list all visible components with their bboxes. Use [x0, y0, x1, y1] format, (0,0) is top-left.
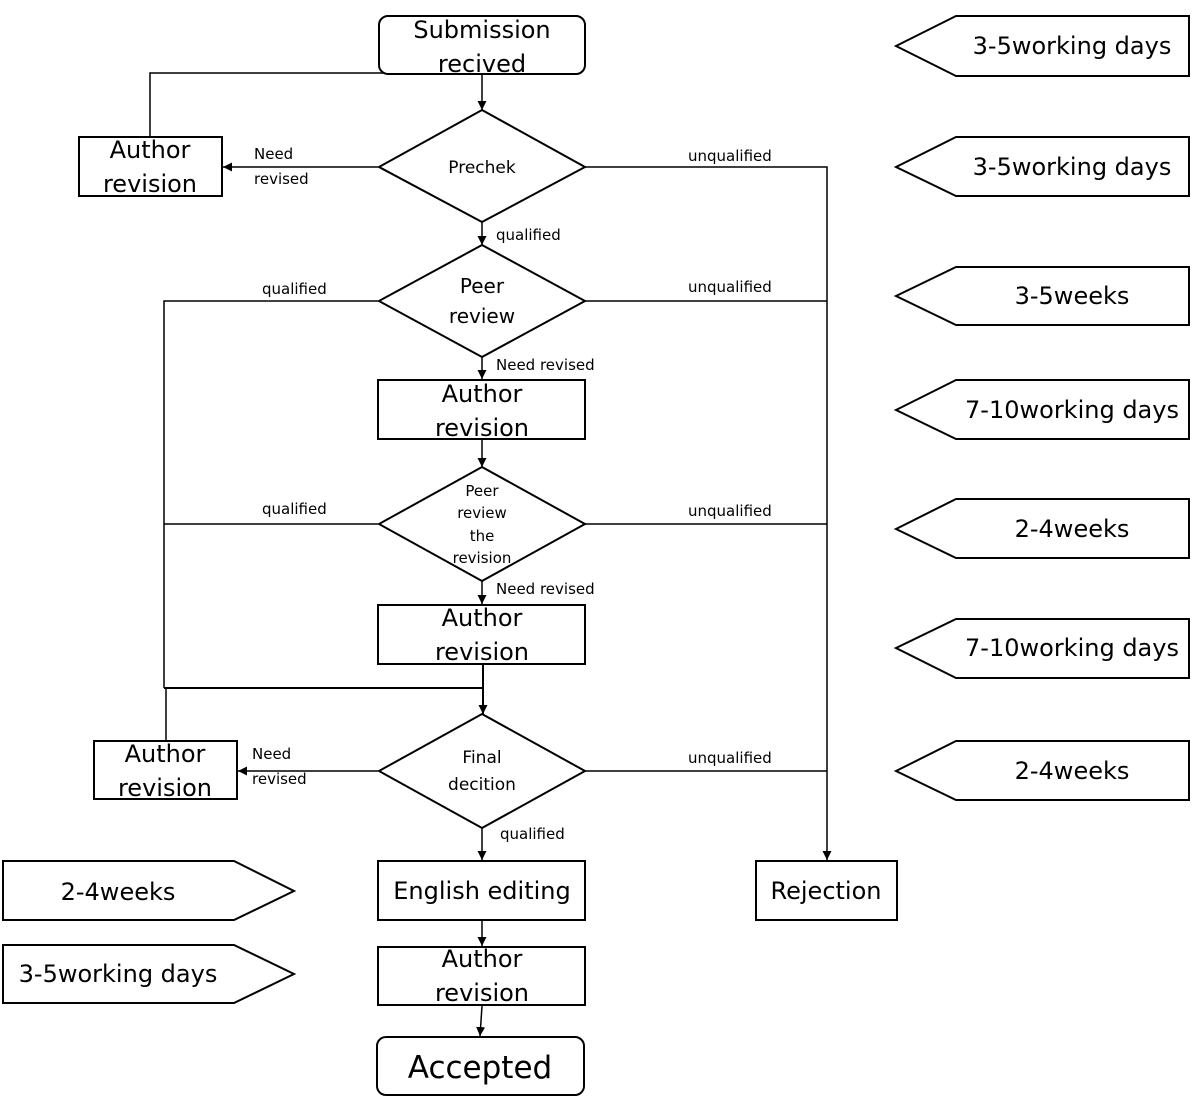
node-author-revision-3-line1: Author [442, 604, 523, 632]
node-author-revision-1-line1: Author [110, 136, 191, 164]
duration-left-2-label: 3-5working days [19, 960, 218, 988]
label-need-revised-2: Need revised [496, 356, 595, 374]
label-qualified-1: qualified [496, 226, 561, 244]
duration-right-3-label: 3-5weeks [1015, 282, 1130, 310]
node-author-revision-5-line2: revision [435, 979, 529, 1007]
edge-revision1-loop [149, 72, 482, 137]
node-peer-review-revision-line1: Peer [465, 482, 499, 500]
label-need-1a: Need [254, 145, 293, 163]
duration-left-2: 3-5working days [2, 944, 297, 1004]
duration-right-4-label: 7-10working days [965, 396, 1179, 424]
label-qualified-2: qualified [262, 280, 327, 298]
node-final-decision-line2: decition [448, 775, 516, 795]
node-peer-review-line1: Peer [460, 274, 505, 298]
node-author-revision-5-line1: Author [442, 945, 523, 973]
node-author-revision-3: Author revision [377, 604, 586, 666]
connectors [149, 72, 832, 1037]
node-author-revision-2-line1: Author [442, 380, 523, 408]
duration-right-2: 3-5working days [893, 136, 1190, 197]
duration-right-6-label: 7-10working days [965, 634, 1179, 662]
node-accepted: Accepted [376, 1036, 585, 1096]
edge-revision5-accepted [476, 1005, 486, 1037]
node-rejection: Rejection [755, 860, 898, 921]
label-qualified-3: qualified [262, 500, 327, 518]
node-author-revision-1: Author revision [78, 136, 223, 198]
label-unqualified-1: unqualified [688, 147, 772, 165]
node-final-decision-line1: Final [462, 748, 501, 768]
duration-left-1-label: 2-4weeks [61, 878, 176, 906]
node-final-decision: Final decition [376, 712, 588, 830]
node-english-editing-label: English editing [393, 877, 570, 905]
node-author-revision-5: Author revision [377, 945, 586, 1007]
duration-right-3: 3-5weeks [893, 266, 1190, 326]
node-precheck: Prechek [376, 108, 588, 224]
node-submission: Submission recived [378, 15, 586, 78]
node-peer-review-revision-line4: revision [453, 549, 512, 567]
label-qualified-4: qualified [500, 825, 565, 843]
edge-labels: Need revised unqualified qualified quali… [252, 145, 772, 843]
node-accepted-label: Accepted [408, 1050, 552, 1086]
node-peer-review-revision-line2: review [457, 504, 507, 522]
edge-unqualified-rejection [585, 166, 832, 860]
node-author-revision-2-line2: revision [435, 414, 529, 442]
node-rejection-label: Rejection [771, 877, 882, 905]
duration-right-7-label: 2-4weeks [1015, 757, 1130, 785]
node-peer-review-revision-line3: the [470, 527, 495, 545]
edge-peer-qualified [163, 300, 378, 688]
duration-right-7: 2-4weeks [893, 740, 1190, 801]
node-english-editing: English editing [377, 860, 586, 921]
node-submission-line1: Submission [413, 16, 550, 44]
node-author-revision-1-line2: revision [103, 170, 197, 198]
label-need-4a: Need [252, 745, 291, 763]
duration-right-5: 2-4weeks [893, 498, 1190, 559]
duration-right-4: 7-10working days [893, 379, 1190, 440]
node-author-revision-4: Author revision [93, 740, 238, 802]
duration-right-6: 7-10working days [893, 618, 1190, 679]
node-author-revision-4-line2: revision [118, 774, 212, 802]
label-need-4b: revised [252, 770, 307, 788]
node-author-revision-4-line1: Author [125, 740, 206, 768]
label-need-1b: revised [254, 170, 309, 188]
node-author-revision-2: Author revision [377, 379, 586, 442]
duration-right-1: 3-5working days [893, 15, 1190, 77]
node-peer-review: Peer review [376, 243, 588, 359]
node-author-revision-3-line2: revision [435, 638, 529, 666]
durations-left: 2-4weeks 3-5working days [2, 860, 297, 1004]
label-unqualified-2: unqualified [688, 278, 772, 296]
duration-left-1: 2-4weeks [2, 860, 297, 921]
node-peer-review-line2: review [449, 304, 515, 328]
node-precheck-label: Prechek [448, 158, 516, 178]
duration-right-2-label: 3-5working days [973, 153, 1172, 181]
label-unqualified-4: unqualified [688, 749, 772, 767]
label-need-revised-3: Need revised [496, 580, 595, 598]
duration-right-1-label: 3-5working days [973, 32, 1172, 60]
label-unqualified-3: unqualified [688, 502, 772, 520]
durations-right: 3-5working days 3-5working days 3-5weeks… [893, 15, 1190, 801]
node-submission-line2: recived [438, 50, 526, 78]
duration-right-5-label: 2-4weeks [1015, 515, 1130, 543]
node-peer-review-revision: Peer review the revision [376, 465, 588, 583]
